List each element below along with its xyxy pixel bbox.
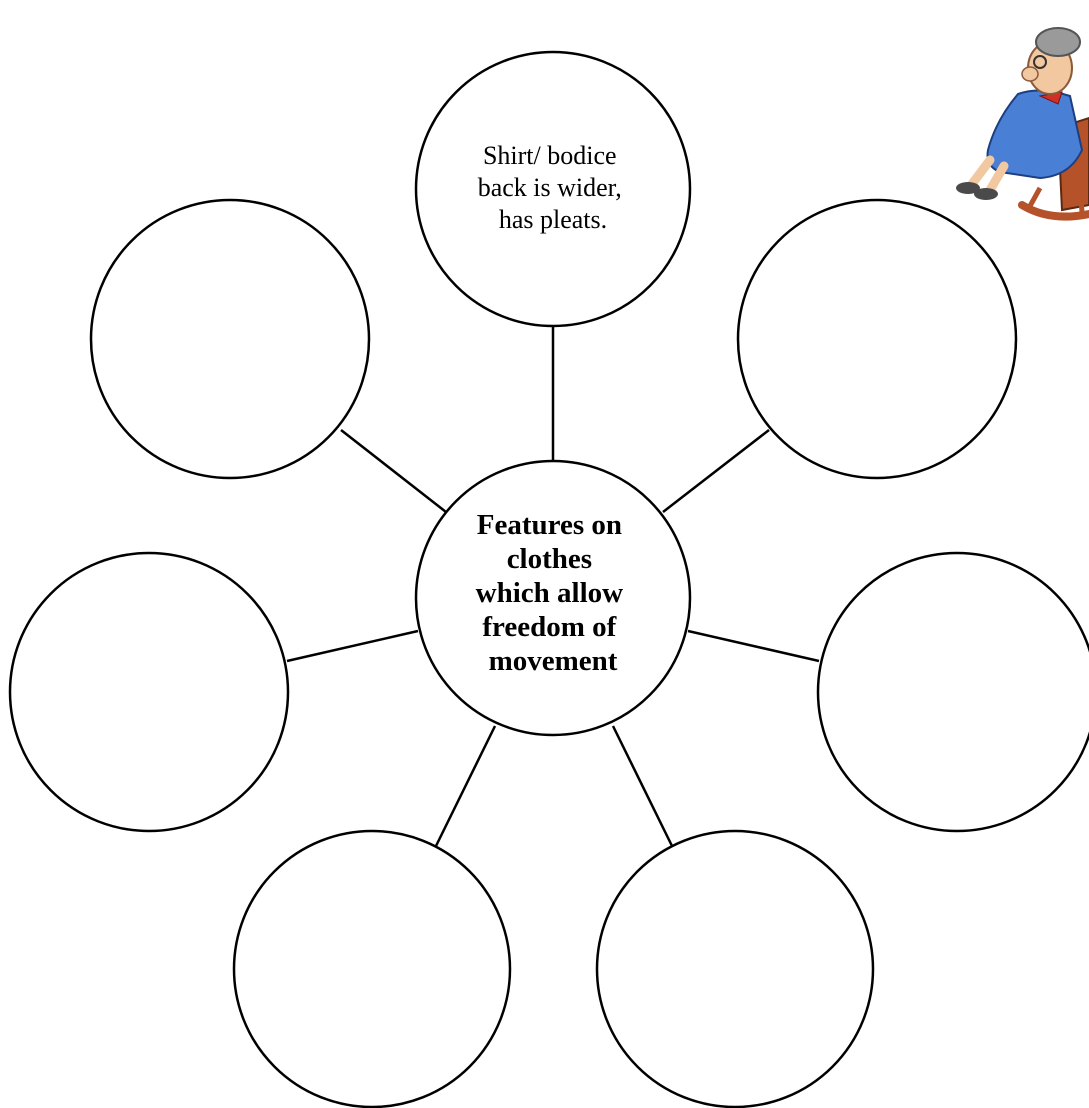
chair-leg [1027,185,1085,213]
connector-upper-right [662,429,770,513]
center-title-line: movement [489,645,618,677]
shoe [956,182,980,194]
center-bubble [414,459,692,737]
glasses [1033,55,1047,69]
hair [1035,27,1081,57]
legs [967,155,1009,195]
arm [1052,102,1071,144]
bubble-top-text: Shirt/ bodice back is wider, has pleats. [478,141,629,234]
bubble-upper-left [89,198,371,480]
connector-middle-right [687,629,820,663]
bubble-top-line: back is wider, [478,173,622,202]
connector-lower-left [433,725,497,849]
center-title-line: Features on [477,509,622,541]
bubble-top [414,50,692,328]
connector-middle-left [286,629,419,663]
connector-lower-right [611,725,675,849]
center-title-line: which allow [476,577,623,609]
bubbles [8,50,1089,1108]
bubble-lower-right [595,829,875,1108]
bubble-top-line: has pleats. [499,205,607,234]
chair-rocker [1018,201,1089,221]
bubble-lower-left [232,829,512,1108]
bubble-top-line: Shirt/ bodice [483,141,617,170]
grandmother-in-rocking-chair-icon [956,27,1089,221]
center-title: Features on clothes which allow freedom … [476,509,631,677]
bubble-middle-right [816,551,1089,833]
center-title-line: clothes [507,543,592,575]
shoe [974,188,998,200]
bubble-upper-right [736,198,1018,480]
bubble-middle-left [8,551,290,833]
connector-upper-left [340,429,447,513]
center-title-line: freedom of [482,611,616,643]
connectors [286,326,820,849]
nose [1021,66,1039,82]
